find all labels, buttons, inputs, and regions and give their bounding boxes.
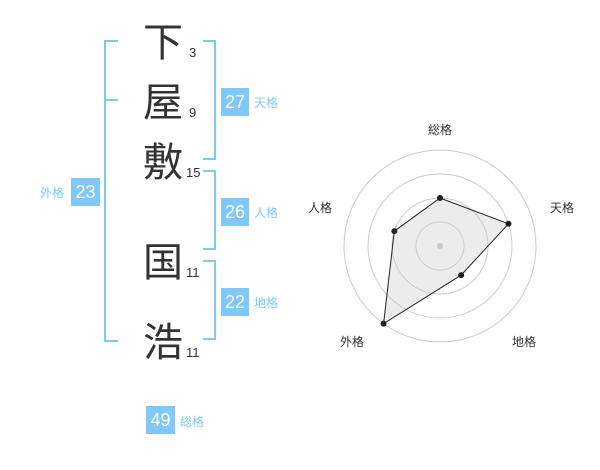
name-char-4: 国 [143, 240, 183, 286]
radar-point-2 [505, 220, 512, 227]
radar-label-jinkaku: 人格 [308, 201, 333, 215]
soukaku-value: 49 [146, 406, 175, 434]
radar-chart [343, 149, 537, 343]
name-char-2: 屋 [143, 80, 183, 126]
gaikaku-bracket-mid [104, 99, 118, 101]
radar-center [437, 243, 443, 249]
radar-point-4 [380, 320, 387, 327]
radar-point-1 [437, 195, 443, 201]
radar-label-soukaku: 総格 [428, 123, 453, 137]
radar-label-chikaku: 地格 [512, 335, 537, 349]
jinkaku-bracket [203, 170, 216, 250]
soukaku-label: 総格 [180, 415, 205, 429]
stroke-count-2: 9 [189, 105, 197, 120]
name-char-1: 下 [143, 20, 183, 66]
stroke-count-3: 15 [186, 165, 201, 180]
name-char-5: 浩 [143, 320, 183, 366]
radar-label-gaikaku: 外格 [340, 335, 365, 349]
tenkaku-label: 天格 [254, 96, 279, 110]
gaikaku-label: 外格 [40, 186, 65, 200]
tenkaku-bracket [203, 40, 216, 160]
radar-ring [343, 149, 537, 343]
radar-points [380, 195, 512, 327]
gaikaku-value: 23 [71, 178, 100, 206]
chikaku-label: 地格 [254, 296, 279, 310]
radar-ring [367, 173, 513, 319]
chikaku-value: 22 [221, 288, 249, 316]
gaikaku-bracket [104, 40, 118, 342]
chikaku-bracket [203, 260, 216, 340]
tenkaku-value: 27 [221, 88, 249, 116]
radar-ring [415, 221, 465, 271]
radar-point-3 [458, 272, 465, 279]
jinkaku-value: 26 [221, 198, 249, 226]
stroke-count-4: 11 [186, 265, 200, 280]
stroke-count-5: 11 [186, 345, 200, 360]
radar-area [382, 197, 510, 325]
radar-point-5 [391, 228, 398, 235]
name-char-3: 敷 [143, 140, 183, 186]
jinkaku-label: 人格 [254, 206, 279, 220]
radar-label-tenkaku: 天格 [550, 201, 575, 215]
stroke-count-1: 3 [189, 45, 197, 60]
